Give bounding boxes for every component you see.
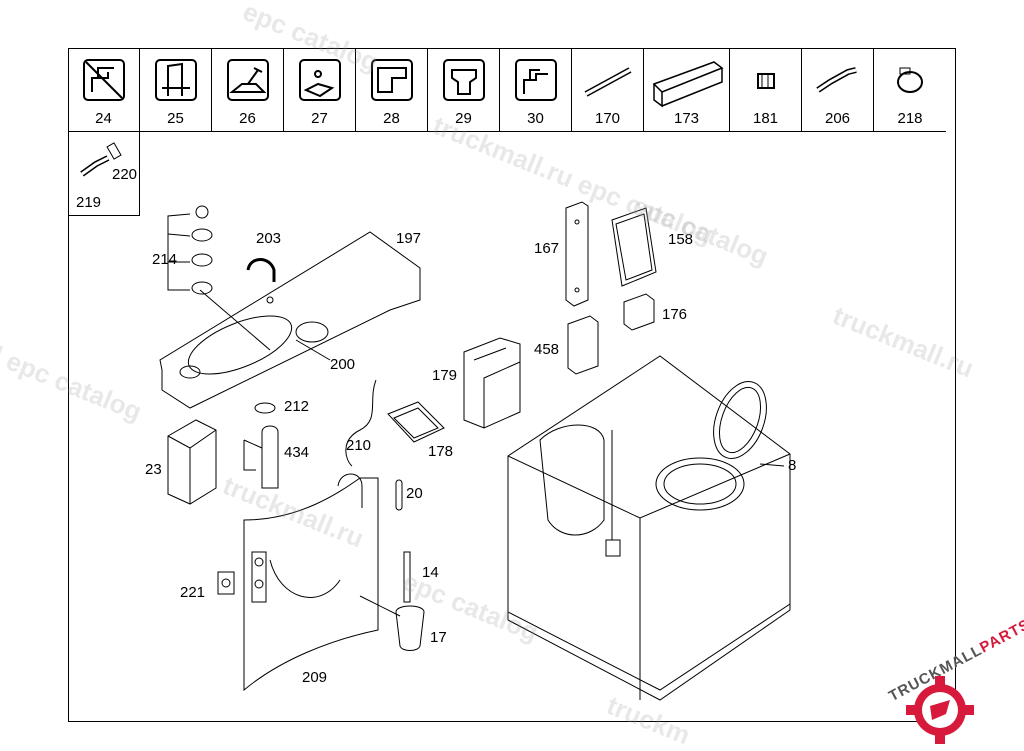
rod-icon: [584, 67, 632, 97]
callout-209: 209: [302, 669, 328, 686]
strip-icon: [652, 61, 724, 108]
part-number: 173: [673, 110, 700, 127]
truckmall-gear-logo-icon: [906, 676, 974, 744]
callout-210: 210: [346, 437, 372, 454]
part-number: 218: [897, 110, 923, 127]
towel-holder-icon: [371, 59, 413, 101]
callout-8: 8: [788, 457, 797, 474]
bracket-icon: [155, 59, 197, 101]
parts-icon-row: 24 25 26 27: [68, 48, 946, 132]
part-cell-27[interactable]: 27: [284, 48, 356, 132]
callout-212: 212: [284, 398, 310, 415]
callout-200: 200: [330, 356, 356, 373]
part-cell-30[interactable]: 30: [500, 48, 572, 132]
part-cell-206[interactable]: 206: [802, 48, 874, 132]
callout-14: 14: [422, 564, 439, 581]
callout-434: 434: [284, 444, 310, 461]
toilet-seat-icon: [443, 59, 485, 101]
part-number: 26: [239, 110, 256, 127]
washbasin-outline: [159, 231, 421, 409]
part-number: 30: [527, 110, 544, 127]
part-cell-29[interactable]: 29: [428, 48, 500, 132]
callout-23: 23: [145, 461, 162, 478]
part-cell-24[interactable]: 24: [68, 48, 140, 132]
callout-176: 176: [662, 306, 688, 323]
callout-179: 179: [432, 367, 458, 384]
part-number: 206: [824, 110, 851, 127]
diagram-frame: [68, 48, 956, 722]
callout-17: 17: [430, 629, 447, 646]
part-cell-28[interactable]: 28: [356, 48, 428, 132]
part-number: 220: [112, 166, 138, 183]
callout-167: 167: [534, 240, 560, 257]
callout-197: 197: [396, 230, 422, 247]
part-cell-26[interactable]: 26: [212, 48, 284, 132]
part-cell-181[interactable]: 181: [730, 48, 802, 132]
faucet-icon: [515, 59, 557, 101]
nut-icon: [757, 73, 775, 89]
part-cell-25[interactable]: 25: [140, 48, 212, 132]
callout-458: 458: [534, 341, 560, 358]
part-number: 181: [752, 110, 779, 127]
callout-214: 214: [152, 251, 178, 268]
part-number: 170: [594, 110, 621, 127]
part-cell-219-220[interactable]: 220 219: [68, 132, 140, 216]
hose-clamp-icon: [897, 67, 923, 93]
part-number: 28: [383, 110, 400, 127]
callout-203: 203: [256, 230, 282, 247]
part-number: 219: [76, 194, 102, 211]
part-cell-173[interactable]: 173: [644, 48, 730, 132]
soap-dispenser-icon: [299, 59, 341, 101]
no-faucet-icon: [83, 59, 125, 101]
part-number: 27: [311, 110, 328, 127]
part-cell-218[interactable]: 218: [874, 48, 946, 132]
part-number: 25: [167, 110, 184, 127]
part-number: 24: [95, 110, 112, 127]
valve-fitting-icon: [80, 142, 122, 177]
part-cell-170[interactable]: 170: [572, 48, 644, 132]
callout-221: 221: [180, 584, 206, 601]
part-number: 29: [455, 110, 472, 127]
callout-178: 178: [428, 443, 454, 460]
callout-158: 158: [668, 231, 694, 248]
tray-icon: [227, 59, 269, 101]
connector-icon: [816, 67, 857, 93]
callout-20: 20: [406, 485, 423, 502]
